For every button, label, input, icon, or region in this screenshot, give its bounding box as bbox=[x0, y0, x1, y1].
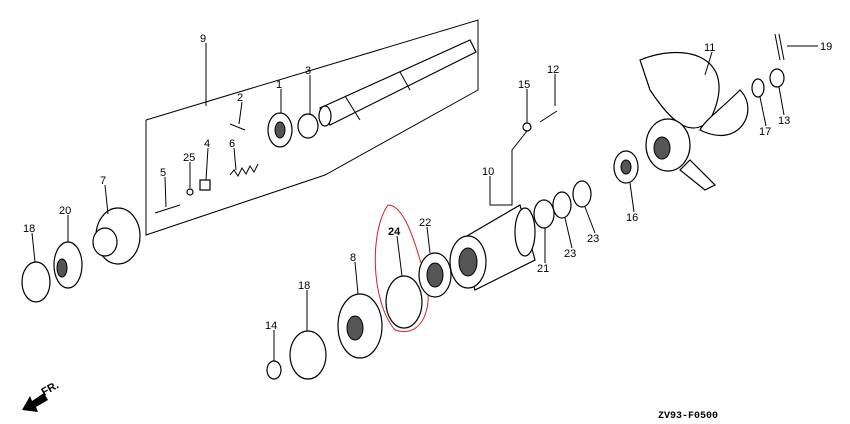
assembly-bracket-9 bbox=[145, 19, 479, 236]
label-part-1: 1 bbox=[276, 79, 282, 91]
ring-part-24 bbox=[385, 275, 423, 329]
shim-part-18b bbox=[289, 330, 327, 380]
label-part-4: 4 bbox=[204, 138, 210, 150]
label-part-22: 22 bbox=[419, 217, 431, 229]
label-part-24: 24 bbox=[388, 226, 401, 238]
pin-part-5 bbox=[154, 204, 181, 214]
label-part-11: 11 bbox=[704, 42, 715, 54]
label-part-15: 15 bbox=[518, 79, 530, 91]
label-part-16: 16 bbox=[626, 212, 638, 224]
label-part-12: 12 bbox=[547, 64, 559, 76]
bearing-part-20 bbox=[53, 241, 83, 289]
pin-part-2 bbox=[229, 123, 246, 131]
gear-part-7 bbox=[92, 207, 141, 265]
ball-part-25 bbox=[186, 188, 194, 196]
shim-part-18 bbox=[21, 261, 51, 303]
washer-part-15 bbox=[522, 122, 532, 132]
ring-part-3 bbox=[297, 113, 319, 139]
spring-part-6 bbox=[229, 163, 259, 177]
dog-clutch-part-1 bbox=[267, 112, 293, 148]
label-part-6: 6 bbox=[229, 138, 235, 150]
label-part-13: 13 bbox=[778, 115, 790, 127]
thrust-washer-part-16 bbox=[613, 150, 639, 184]
gear-part-8 bbox=[337, 293, 383, 359]
part-4 bbox=[199, 179, 211, 191]
seal-part-23a bbox=[552, 191, 572, 219]
cotter-pin-part-19 bbox=[774, 33, 785, 61]
leader-lines bbox=[31, 43, 818, 361]
gear-case-cap-part-10 bbox=[449, 204, 536, 291]
label-part-5: 5 bbox=[160, 167, 166, 179]
arrow-icon bbox=[22, 393, 48, 412]
label-part-18: 18 bbox=[23, 223, 35, 235]
propeller-shaft bbox=[318, 39, 477, 127]
label-part-10: 10 bbox=[482, 166, 494, 178]
label-part-14: 14 bbox=[265, 320, 277, 332]
label-part-20: 20 bbox=[59, 205, 71, 217]
label-part-21: 21 bbox=[537, 263, 549, 275]
needle-bearing-part-21 bbox=[533, 199, 555, 229]
label-part-9: 9 bbox=[200, 33, 206, 45]
label-part-25: 25 bbox=[183, 152, 195, 164]
diagram-code: ZV93-F0500 bbox=[658, 411, 718, 422]
label-part-3: 3 bbox=[305, 65, 311, 77]
washer-part-17 bbox=[751, 78, 765, 98]
washer-part-14 bbox=[266, 360, 282, 380]
bearing-part-22 bbox=[418, 252, 452, 298]
seal-part-23b bbox=[572, 180, 592, 208]
label-part-18b: 18 bbox=[298, 280, 310, 292]
label-part-8: 8 bbox=[350, 252, 356, 264]
label-part-19: 19 bbox=[820, 41, 832, 53]
highlight-circle bbox=[374, 204, 429, 333]
label-part-23b: 23 bbox=[587, 233, 599, 245]
nut-part-13 bbox=[769, 68, 785, 88]
bolt-part-12 bbox=[539, 110, 558, 123]
front-label: FR. bbox=[40, 379, 61, 398]
front-direction-arrow: FR. bbox=[22, 379, 61, 412]
propeller-part-11 bbox=[639, 52, 749, 191]
label-part-7: 7 bbox=[100, 175, 106, 187]
label-part-23a: 23 bbox=[564, 248, 576, 260]
label-part-2: 2 bbox=[237, 92, 243, 104]
label-part-17: 17 bbox=[759, 126, 771, 138]
